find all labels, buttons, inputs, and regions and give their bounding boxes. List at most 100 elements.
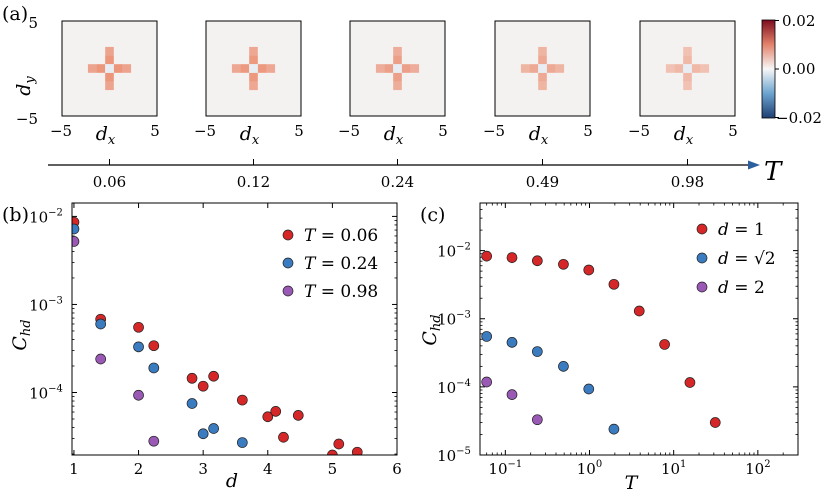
heatmap-cell bbox=[538, 81, 547, 91]
map-xtick-min: −5 bbox=[338, 122, 360, 140]
heatmap-cell bbox=[538, 72, 547, 82]
temperature-tick-label: 0.49 bbox=[526, 173, 559, 191]
heatmap-frame bbox=[639, 20, 736, 117]
svg-text:Chd: Chd bbox=[419, 314, 444, 345]
heatmap-cell bbox=[538, 55, 547, 65]
data-point-series-1 bbox=[262, 411, 274, 423]
temperature-arrow-label: T bbox=[764, 157, 783, 187]
x-tick-label: 102 bbox=[745, 459, 770, 478]
heatmap-cell bbox=[375, 64, 385, 73]
legend-label-2: T = 0.24 bbox=[304, 254, 378, 274]
y-tick-label: 10−3 bbox=[29, 295, 63, 314]
temperature-arrow-head bbox=[748, 160, 760, 170]
x-tick-label: 1 bbox=[69, 460, 79, 478]
data-point-series-1 bbox=[278, 431, 289, 443]
data-point-series-2 bbox=[531, 346, 543, 357]
legend-label-1: T = 0.06 bbox=[304, 226, 378, 246]
x-tick-label: 4 bbox=[263, 460, 273, 478]
colorbar bbox=[761, 19, 776, 119]
heatmap-cell bbox=[683, 55, 692, 65]
heatmap-cell bbox=[257, 64, 267, 73]
heatmap-cell bbox=[384, 64, 394, 73]
heatmap-cell bbox=[700, 64, 710, 73]
data-point-series-2 bbox=[95, 318, 107, 330]
heatmap-cell bbox=[105, 81, 114, 91]
data-point-series-3 bbox=[95, 353, 107, 365]
map-ytick-min: −5 bbox=[16, 110, 38, 128]
heatmap-cell bbox=[529, 64, 539, 73]
data-point-series-1 bbox=[481, 250, 493, 262]
panel-b-xlabel: d bbox=[226, 470, 238, 492]
legend-marker-3 bbox=[696, 281, 708, 293]
heatmap-cell bbox=[520, 64, 530, 73]
panel-c-label: (c) bbox=[420, 204, 445, 226]
panel-b-label: (b) bbox=[2, 204, 29, 226]
heatmap-cell bbox=[105, 72, 114, 82]
svg-text:Chd: Chd bbox=[9, 319, 34, 350]
data-point-series-3 bbox=[133, 389, 144, 401]
heatmap-cell bbox=[401, 64, 411, 73]
map-xtick-min: −5 bbox=[483, 122, 505, 140]
data-point-series-2 bbox=[558, 361, 569, 372]
heatmap-cell bbox=[240, 64, 250, 73]
data-point-series-2 bbox=[481, 331, 493, 342]
data-point-series-1 bbox=[351, 446, 363, 455]
heatmap-cell bbox=[249, 46, 258, 56]
x-tick-label: 5 bbox=[328, 460, 338, 478]
y-tick-label: 10−4 bbox=[29, 383, 63, 402]
data-point-series-1 bbox=[186, 372, 198, 384]
data-point-series-2 bbox=[133, 341, 144, 353]
data-point-series-1 bbox=[506, 252, 518, 263]
heatmap-cell bbox=[665, 64, 675, 73]
data-point-series-2 bbox=[236, 437, 248, 448]
heatmap-cell bbox=[249, 72, 258, 82]
heatmap-cell bbox=[538, 46, 547, 56]
map-ytick-max: 5 bbox=[28, 14, 38, 32]
legend-marker-2 bbox=[282, 257, 294, 269]
data-point-series-1 bbox=[583, 264, 595, 276]
map-ylabel: dy bbox=[13, 76, 38, 96]
heatmap-center-cell bbox=[683, 64, 692, 73]
data-point-series-1 bbox=[292, 410, 304, 421]
data-point-series-2 bbox=[197, 428, 209, 440]
data-point-series-2 bbox=[583, 383, 595, 395]
axes-frame bbox=[479, 202, 799, 456]
heatmap-cell bbox=[249, 55, 258, 65]
y-tick-label: 10−2 bbox=[29, 207, 63, 226]
svg-text:dy: dy bbox=[13, 76, 38, 96]
map-ylabel-base: d bbox=[13, 84, 35, 96]
map-xtick-min: −5 bbox=[194, 122, 216, 140]
data-point-series-2 bbox=[506, 337, 518, 348]
heatmap-cell bbox=[410, 64, 420, 73]
y-tick-label: 10−5 bbox=[437, 446, 471, 465]
heatmap-cell bbox=[683, 81, 692, 91]
legend-label-2: d = √2 bbox=[718, 249, 776, 269]
legend-marker-3 bbox=[282, 285, 294, 297]
data-point-series-2 bbox=[208, 423, 219, 434]
legend-label-3: T = 0.98 bbox=[304, 282, 378, 302]
data-point-series-2 bbox=[72, 223, 80, 235]
map-xtick-min: −5 bbox=[50, 122, 72, 140]
legend-marker-2 bbox=[696, 252, 708, 264]
heatmap-cell bbox=[249, 81, 258, 91]
data-point-series-3 bbox=[148, 435, 160, 447]
map-xlabel: dx bbox=[240, 123, 260, 148]
colorbar-label-mid: 0.00 bbox=[782, 60, 815, 78]
data-point-series-1 bbox=[633, 305, 645, 317]
legend-marker-1 bbox=[696, 223, 708, 235]
heatmap-cell bbox=[113, 64, 123, 73]
data-point-series-1 bbox=[684, 377, 696, 388]
map-xtick-max: 5 bbox=[583, 122, 593, 140]
data-point-series-1 bbox=[531, 255, 543, 267]
data-point-series-1 bbox=[659, 339, 670, 350]
data-point-series-1 bbox=[208, 370, 219, 382]
heatmap-center-cell bbox=[393, 64, 402, 73]
data-point-series-2 bbox=[148, 362, 160, 374]
map-xtick-max: 5 bbox=[438, 122, 448, 140]
heatmap-cell bbox=[683, 46, 692, 56]
